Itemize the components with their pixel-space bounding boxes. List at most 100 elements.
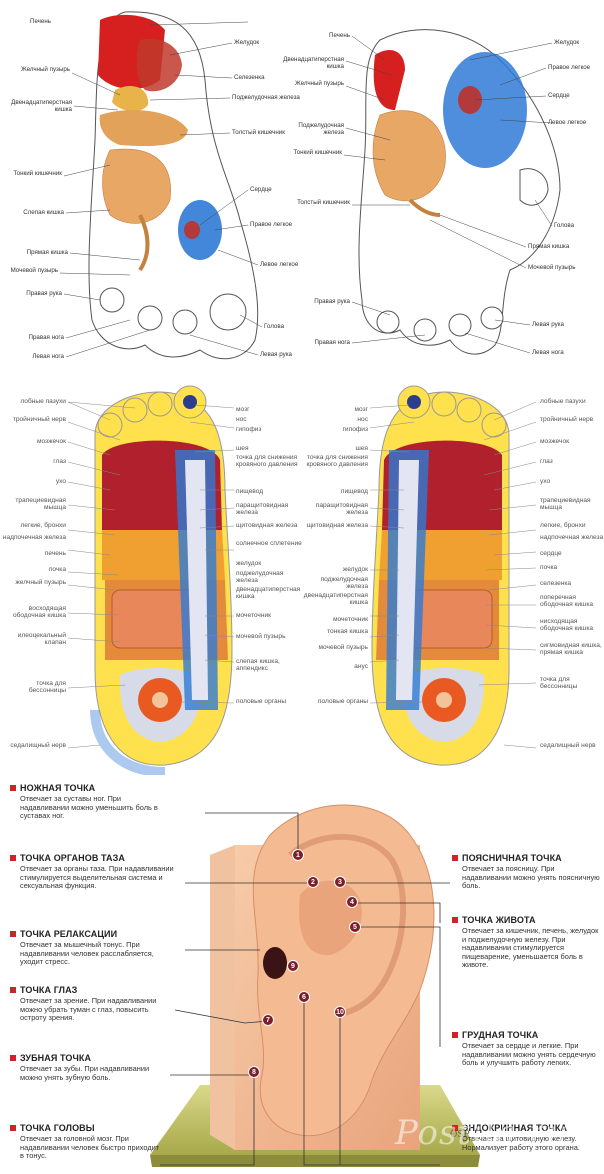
label-rectum-l: Прямая кишка: [26, 249, 68, 256]
label-liver-r: Печень: [329, 32, 350, 39]
ear-info-relax-point: ТОЧКА РЕЛАКСАЦИИ Отвечает за мышечный то…: [10, 929, 160, 967]
rf-right-inner-6: паращитовидная железа: [315, 502, 368, 517]
red-square-icon: [10, 1125, 16, 1131]
ear-info-eye-point: ТОЧКА ГЛАЗ Отвечает за зрение. При надав…: [10, 985, 160, 1023]
rf-left-inner-0: мозг: [236, 406, 250, 413]
rf-right-inner-1: нос: [357, 416, 368, 423]
label-duodenum-r: Двенадцатиперстная кишка: [283, 56, 344, 70]
ear-desc: Отвечает за органы таза. При надавливани…: [20, 864, 174, 891]
ear-info-endocrine-point: ЭНДОКРИННАЯ ТОЧКА Отвечает за щитовидную…: [452, 1123, 602, 1152]
rf-right-inner-5: пищевод: [340, 488, 368, 495]
foot-organs-section: Желчный пузырь Двенадцатиперстная кишка …: [0, 0, 604, 380]
rf-left-outer-8: печень: [44, 550, 66, 557]
ear-title: ПОЯСНИЧНАЯ ТОЧКА: [462, 853, 562, 863]
ear-title: ТОЧКА ГЛАЗ: [20, 985, 78, 995]
ear-title: ТОЧКА ГОЛОВЫ: [20, 1123, 95, 1133]
ear-title: ГРУДНАЯ ТОЧКА: [462, 1030, 539, 1040]
ear-desc: Отвечает за суставы ног. При надавливани…: [20, 794, 158, 821]
rf-left-outer-6: легкие, бронхи: [20, 522, 66, 529]
rf-left-inner-4: точка для снижения кровяного давления: [236, 454, 298, 469]
label-heart-l: Сердце: [250, 186, 272, 193]
watermark-logo: Postila.ru: [395, 1113, 570, 1153]
left-foot-outline: [88, 11, 259, 360]
label-bladder-l: Мочевой пузырь: [10, 267, 58, 274]
ear-info-belly-point: ТОЧКА ЖИВОТА Отвечает за кишечник, печен…: [452, 915, 602, 970]
label-spleen-l: Селезенка: [234, 74, 265, 81]
rf-right-inner-7: щитовидная железа: [306, 522, 368, 529]
red-square-icon: [10, 785, 16, 791]
rf-right-inner-11: мочеточник: [332, 616, 368, 623]
rf-right-outer-14: точка для бессонницы: [540, 676, 578, 691]
ear-point-5: 5: [349, 921, 361, 933]
ear-desc: Отвечает за щитовидную железу. Нормализу…: [462, 1134, 580, 1152]
ear-point-8: 8: [248, 1066, 260, 1078]
rf-left-inner-3: шея: [236, 445, 249, 452]
rf-right-outer-12: нисходящая ободочная кишка: [540, 618, 594, 633]
rf-right-outer-9: почка: [540, 564, 558, 571]
red-square-icon: [10, 931, 16, 937]
label-left-leg-l: Левая нога: [32, 353, 64, 360]
label-pancreas-r: Поджелудочная железа: [298, 122, 344, 136]
red-square-icon: [452, 1125, 458, 1131]
ear-point-7: 7: [262, 1014, 274, 1026]
label-colon-l: Толстый кишечник: [232, 129, 285, 136]
ear-title: ЭНДОКРИННАЯ ТОЧКА: [462, 1123, 568, 1133]
label-heart-r: Сердце: [548, 92, 570, 99]
rf-left-inner-6: паращитовидная железа: [236, 502, 289, 517]
ear-info-pelvic-point: ТОЧКА ОРГАНОВ ТАЗА Отвечает за органы та…: [10, 853, 180, 891]
red-square-icon: [452, 1032, 458, 1038]
rf-left-outer-10: желчный пузырь: [15, 579, 66, 586]
rf-right-outer-5: трапециевидная мышца: [540, 497, 591, 512]
label-head-r: Голова: [554, 222, 575, 229]
right-foot-outline: [358, 29, 561, 355]
red-square-icon: [10, 987, 16, 993]
label-cecum-l: Слепая кишка: [23, 209, 64, 216]
rf-left-outer-11: восходящая ободочная кишка: [12, 605, 66, 620]
rf-right-outer-4: ухо: [540, 478, 551, 485]
right-foot-leaders: [343, 35, 553, 354]
ear-title: ТОЧКА РЕЛАКСАЦИИ: [20, 929, 118, 939]
rf-left-outer-1: тройничный нерв: [12, 416, 66, 423]
rf-right-outer-15: седалищный нерв: [540, 742, 596, 749]
label-liver-l: Печень: [30, 18, 51, 25]
rf-right-outer-11: поперечная ободочная кишка: [540, 594, 594, 609]
label-colon-r: Толстый кишечник: [297, 199, 350, 206]
rf-left-inner-14: слепая кишка, аппендикс: [236, 658, 280, 673]
foot-organs-drawing: [59, 11, 561, 360]
label-stomach-r: Желудок: [554, 39, 580, 46]
rf-right-outer-1: тройничный нерв: [540, 416, 594, 423]
left-reflex-foot: [90, 385, 233, 775]
rf-right-outer-0: лобные пазухи: [540, 398, 586, 405]
rf-left-outer-5: трапециевидная мышца: [15, 497, 66, 512]
rf-right-outer-10: селезенка: [540, 580, 572, 587]
label-pancreas-l: Поджелудочная железа: [232, 94, 300, 101]
svg-text:OSP: OSP: [450, 1130, 470, 1140]
ear-info-foot-point: НОЖНАЯ ТОЧКА Отвечает за суставы ног. Пр…: [10, 783, 160, 821]
ear-desc: Отвечает за головной мозг. При надавлива…: [20, 1134, 160, 1161]
ear-point-10: 10: [334, 1006, 346, 1018]
rf-right-inner-12: тонкая кишка: [327, 628, 368, 635]
label-right-hand-l: Правая рука: [26, 290, 62, 297]
ear-title: НОЖНАЯ ТОЧКА: [20, 783, 96, 793]
ear-section: OSP 1 2 3 4 5 6 7 8 9 10 НОЖНАЯ ТОЧКА От…: [0, 775, 604, 1174]
rf-left-outer-9: почка: [48, 566, 66, 573]
rf-left-outer-4: ухо: [55, 478, 66, 485]
ear-point-1: 1: [292, 849, 304, 861]
rf-left-outer-3: глаз: [53, 458, 66, 465]
left-foot-leaders: [59, 21, 263, 358]
red-square-icon: [10, 1055, 16, 1061]
label-right-lung-r: Правое легкое: [548, 64, 591, 71]
rf-right-inner-15: половые органы: [317, 698, 368, 705]
rf-right-inner-4: точка для снижения кровяного давления: [306, 454, 368, 469]
ear-desc: Отвечает за зубы. При надавливании можно…: [20, 1064, 150, 1082]
ear-desc: Отвечает за сердце и легкие. При надавли…: [462, 1041, 596, 1068]
rf-right-inner-9: поджелудочная железа: [320, 576, 368, 591]
red-square-icon: [452, 917, 458, 923]
rf-left-outer-0: лобные пазухи: [20, 398, 66, 405]
ear-title: ТОЧКА ЖИВОТА: [462, 915, 536, 925]
label-right-lung-l: Правое легкое: [250, 221, 293, 228]
label-stomach-l: Желудок: [234, 39, 260, 46]
ear-point-6: 6: [298, 991, 310, 1003]
rf-left-outer-7: надпочечная железа: [2, 534, 66, 541]
label-gallbladder-r: Желчный пузырь: [294, 80, 344, 87]
